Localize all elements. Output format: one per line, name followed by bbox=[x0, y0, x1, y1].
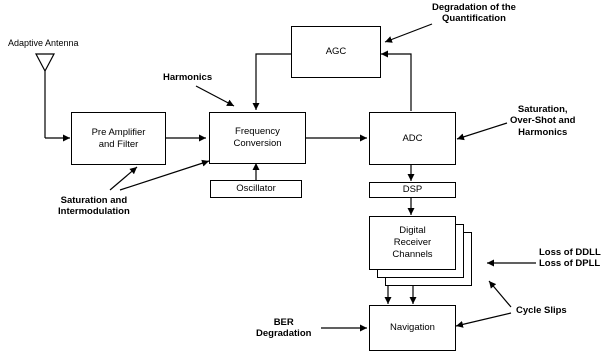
pre-amplifier-block: Pre Amplifier and Filter bbox=[71, 112, 166, 165]
navigation-block: Navigation bbox=[369, 305, 456, 351]
dsp-label: DSP bbox=[402, 184, 423, 196]
frequency-conversion-label: Frequency Conversion bbox=[233, 126, 282, 149]
pre-amplifier-label: Pre Amplifier and Filter bbox=[91, 126, 146, 150]
frequency-conversion-block: Frequency Conversion bbox=[209, 112, 306, 164]
saturation-overshot-label: Saturation, Over-Shot and Harmonics bbox=[510, 104, 576, 138]
digital-receiver-channels-label: Digital Receiver Channels bbox=[392, 225, 433, 260]
saturation-overshot-arrow bbox=[456, 122, 508, 141]
adc-label: ADC bbox=[402, 132, 423, 144]
dsp-block: DSP bbox=[369, 182, 456, 198]
saturation-intermod-arrow-1 bbox=[109, 166, 138, 191]
digital-receiver-channels-block: Digital Receiver Channels bbox=[369, 216, 456, 270]
quantification-degradation-label: Degradation of the Quantification bbox=[432, 2, 516, 25]
cycle-slips-label: Cycle Slips bbox=[516, 305, 567, 316]
quantification-arrow bbox=[384, 23, 433, 43]
agc-block: AGC bbox=[291, 26, 381, 78]
harmonics-label: Harmonics bbox=[163, 72, 213, 83]
saturation-intermodulation-label: Saturation and Intermodulation bbox=[58, 195, 130, 218]
adc-to-agc-arrow bbox=[381, 50, 412, 111]
adaptive-antenna-label: Adaptive Antenna bbox=[8, 38, 79, 48]
agc-label: AGC bbox=[325, 46, 347, 58]
adc-block: ADC bbox=[369, 112, 456, 165]
antenna-icon bbox=[35, 53, 55, 138]
harmonics-arrow bbox=[195, 85, 235, 107]
loss-of-dll-dpll-label: Loss of DDLL Loss of DPLL bbox=[539, 247, 601, 270]
saturation-intermod-arrow-2 bbox=[119, 159, 210, 191]
cycle-slips-arrow-1 bbox=[488, 280, 512, 308]
oscillator-block: Oscillator bbox=[210, 180, 302, 198]
navigation-label: Navigation bbox=[390, 322, 435, 334]
ber-degradation-label: BER Degradation bbox=[256, 317, 312, 340]
cycle-slips-arrow-2 bbox=[455, 312, 512, 328]
oscillator-label: Oscillator bbox=[236, 183, 276, 195]
agc-to-freqconv-arrow bbox=[252, 53, 291, 110]
